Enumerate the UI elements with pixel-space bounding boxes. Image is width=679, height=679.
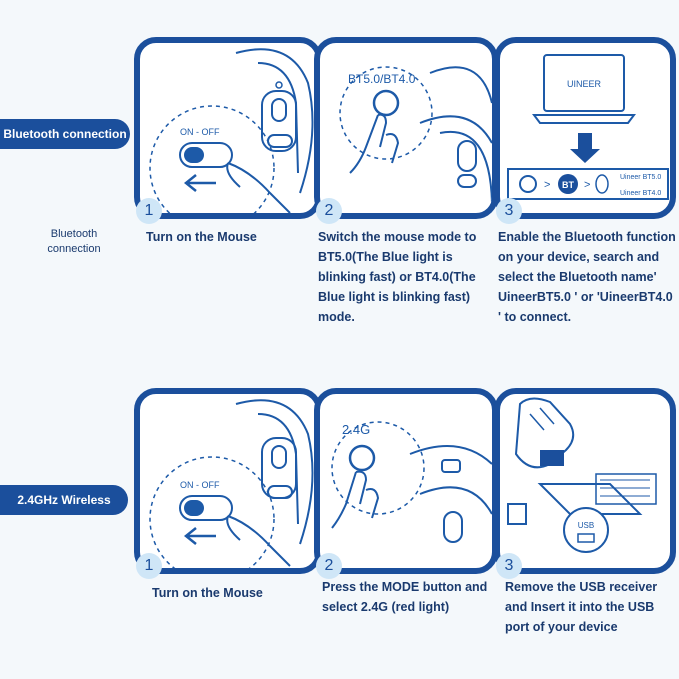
mouse-power-switch-illustration: ON - OFF xyxy=(149,399,314,568)
svg-text:>: > xyxy=(544,179,550,191)
device-name-bt50: Uineer BT5.0 xyxy=(620,174,661,181)
bt-badge: BT xyxy=(562,180,574,190)
bt-step2-number: 2 xyxy=(316,198,342,224)
usb-receiver-illustration: USB xyxy=(507,397,657,553)
device-name-bt40: Uineer BT4.0 xyxy=(620,190,661,197)
w-step1-panel: ON - OFF xyxy=(134,388,322,574)
bt-step1-number: 1 xyxy=(136,198,162,224)
bt-step3-number: 3 xyxy=(496,198,522,224)
bt-step1-panel: ON - OFF xyxy=(134,37,322,219)
w-step3-panel: USB xyxy=(494,388,676,574)
wireless-section-label: 2.4GHz Wireless xyxy=(0,485,128,515)
w-step2-caption: Press the MODE button and select 2.4G (r… xyxy=(322,580,488,614)
mode-label: BT5.0/BT4.0 xyxy=(348,72,416,86)
w-step1-number: 1 xyxy=(136,553,162,579)
mode-label: 2.4G xyxy=(342,422,370,437)
w-step3-number: 3 xyxy=(496,553,522,579)
w-step1-caption: Turn on the Mouse xyxy=(152,586,263,600)
switch-label: ON - OFF xyxy=(180,127,220,137)
svg-text:>: > xyxy=(584,179,590,191)
mode-button-illustration: 2.4G xyxy=(331,421,492,543)
w-step2-panel: 2.4G xyxy=(314,388,498,574)
bluetooth-side-note: Bluetooth connection xyxy=(47,228,101,255)
switch-label: ON - OFF xyxy=(180,480,220,490)
bt-step2-caption: Switch the mouse mode to BT5.0(The Blue … xyxy=(318,230,477,324)
mouse-power-switch-illustration: ON - OFF xyxy=(149,48,314,213)
bt-step3-panel: UINEER > BT > Uineer BT5.0 Uineer BT4.0 xyxy=(494,37,676,219)
usb-label: USB xyxy=(578,521,594,530)
bt-step2-panel: BT5.0/BT4.0 xyxy=(314,37,498,219)
device-pairing-illustration: UINEER > BT > Uineer BT5.0 Uineer BT4.0 xyxy=(507,54,669,200)
bt-step1-caption: Turn on the Mouse xyxy=(146,230,257,244)
w-step3-caption: Remove the USB receiver and Insert it in… xyxy=(505,580,658,634)
mode-button-illustration: BT5.0/BT4.0 xyxy=(339,66,492,204)
laptop-brand: UINEER xyxy=(567,79,602,89)
w-step2-number: 2 xyxy=(316,553,342,579)
bluetooth-section-label: Bluetooth connection xyxy=(0,119,130,149)
bt-step3-caption: Enable the Bluetooth function on your de… xyxy=(498,230,676,324)
